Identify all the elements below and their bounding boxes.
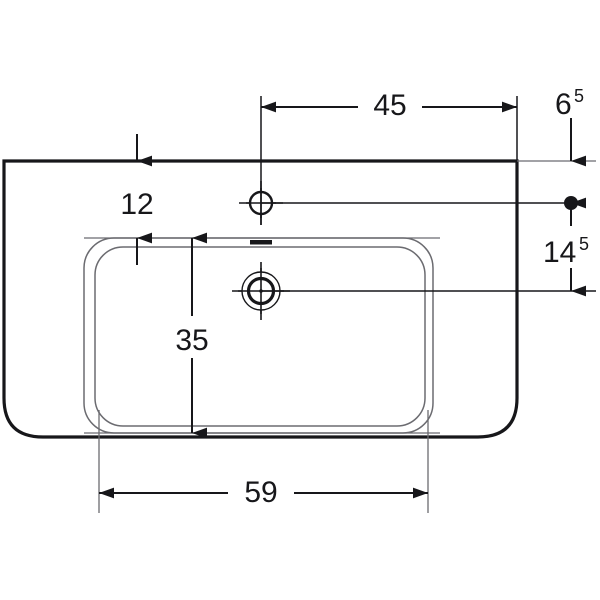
dimension-12: 12: [120, 134, 154, 265]
dimension-6-5-superscript: 5: [574, 86, 584, 106]
dimension-59: 59: [99, 474, 428, 509]
dimension-35-label: 35: [175, 324, 208, 357]
extension-lines: [84, 96, 596, 513]
dimension-45-label: 45: [373, 89, 406, 122]
overflow-slot: [250, 240, 272, 245]
dimension-14-5: 14 5: [543, 197, 589, 297]
basin-bowl-outline: [94, 246, 426, 427]
dimension-6-5-label: 6: [555, 88, 572, 121]
dimension-35: 35: [175, 232, 209, 439]
dimension-59-label: 59: [244, 476, 277, 509]
dimension-14-5-label: 14: [543, 236, 576, 269]
dimension-14-5-superscript: 5: [579, 234, 589, 254]
dimension-6-5: 6 5: [555, 86, 586, 167]
dimension-45: 45: [261, 88, 517, 122]
dimension-12-label: 12: [120, 188, 153, 221]
